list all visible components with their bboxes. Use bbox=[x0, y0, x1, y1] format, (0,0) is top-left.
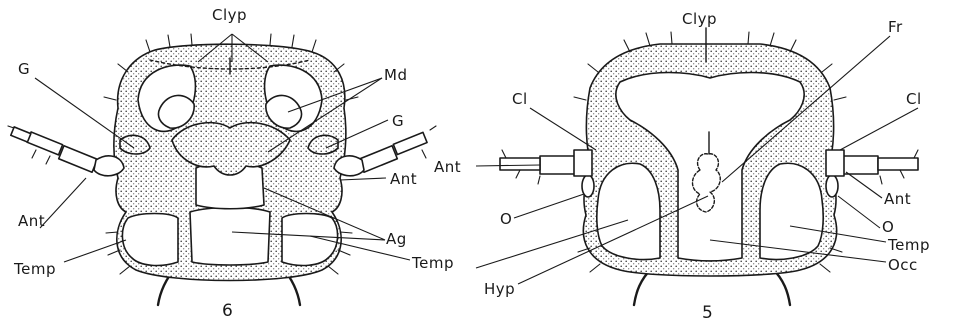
figure-number-6: 6 bbox=[222, 301, 233, 321]
label-occ-5: Occ bbox=[888, 256, 918, 274]
label-clyp-6: Clyp bbox=[212, 6, 247, 24]
temporal-lobe-right-5 bbox=[760, 163, 823, 259]
figure-5-head: Clyp Fr Cl Cl Ant Ant O O Temp Occ Hyp 5 bbox=[434, 10, 930, 322]
label-ant-6: Ant bbox=[18, 212, 45, 230]
label-fr-5: Fr bbox=[888, 18, 903, 36]
label-temp-right-6: Temp bbox=[411, 254, 454, 272]
label-hyp-5: Hyp bbox=[484, 280, 515, 298]
label-o-right-5: O bbox=[882, 218, 894, 236]
label-ag-6: Ag bbox=[386, 230, 407, 248]
label-clyp-5: Clyp bbox=[682, 10, 717, 28]
label-cl-left-5: Cl bbox=[512, 90, 528, 108]
label-md-6: Md bbox=[384, 66, 407, 84]
eye-right-5 bbox=[826, 175, 838, 197]
label-temp-left-6: Temp bbox=[13, 260, 56, 278]
label-g-right-6: G bbox=[392, 112, 404, 130]
label-temp-5: Temp bbox=[887, 236, 930, 254]
temporal-lobe-left-5 bbox=[597, 163, 660, 259]
central-cavity bbox=[190, 208, 270, 266]
antenna-left-5 bbox=[500, 150, 592, 176]
figure-number-5: 5 bbox=[702, 303, 713, 322]
label-ant-right-5: Ant bbox=[884, 190, 911, 208]
label-ant-left-5: Ant bbox=[434, 158, 461, 176]
label-g-left-6: G bbox=[18, 60, 30, 78]
antenna-left-6 bbox=[11, 127, 124, 176]
temporal-cavity-right bbox=[282, 214, 338, 266]
antenna-right-5 bbox=[826, 150, 918, 176]
figure-6-head: Clyp G Md G Ant Ant Ag Temp Temp 6 bbox=[8, 6, 454, 321]
label-ant-right-6: Ant bbox=[390, 170, 417, 188]
label-cl-right-5: Cl bbox=[906, 90, 922, 108]
label-o-left-5: O bbox=[500, 210, 512, 228]
temporal-cavity-left bbox=[122, 214, 178, 266]
